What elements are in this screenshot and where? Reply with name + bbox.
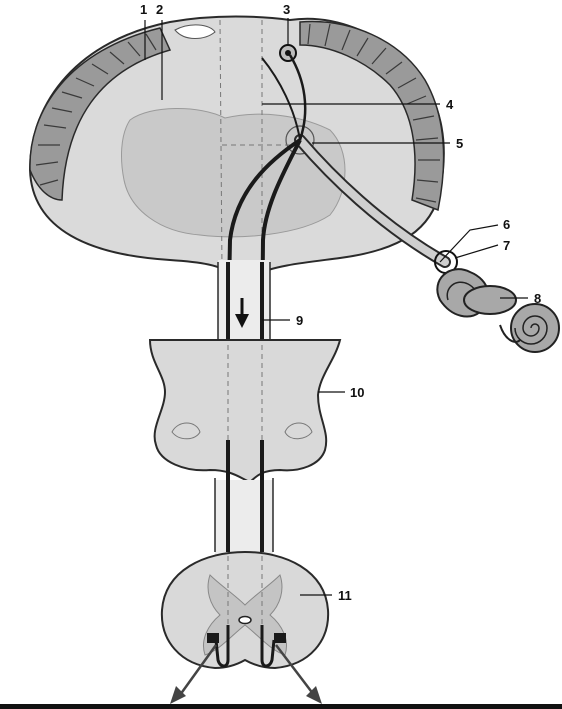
label-6: 6 (503, 217, 510, 232)
label-2: 2 (156, 2, 163, 17)
descending-tracts-upper (226, 138, 302, 341)
fourth-ventricle (174, 24, 216, 39)
medulla-nuclei (171, 422, 313, 440)
leader-lines (144, 18, 528, 596)
tract-right-upper (260, 139, 302, 341)
cerebellar-folia-left (29, 27, 172, 201)
label-1: 1 (140, 2, 147, 17)
label-3: 3 (283, 2, 290, 17)
label-11: 11 (338, 588, 352, 603)
cord-dashed-lines (227, 556, 263, 625)
motor-neurons (214, 625, 276, 668)
vestibular-nucleus (285, 125, 315, 155)
efferent-arrows (178, 644, 315, 696)
utricle (463, 285, 517, 315)
vestibular-nerve (261, 54, 458, 274)
medulla-dashed-lines (227, 345, 263, 440)
efferent-arrow-left (178, 644, 218, 696)
label-8: 8 (534, 291, 541, 306)
medulla-section (148, 339, 342, 484)
direction-arrow (235, 298, 249, 328)
folia-lines-left (35, 33, 157, 186)
nucleus-3-dot (285, 50, 291, 56)
midline-dashed-columns (219, 19, 300, 271)
medulla-outline (148, 339, 342, 484)
label-7: 7 (503, 238, 510, 253)
cochlea (510, 303, 560, 353)
cochlea-spiral (514, 315, 548, 345)
spinal-cord-section (160, 550, 330, 670)
fiber-to-nucleus-3 (288, 54, 307, 141)
spinal-column-lower (215, 480, 273, 555)
folia-lines-right (307, 23, 440, 203)
fiber-to-top (261, 57, 301, 141)
bottom-border (0, 704, 562, 709)
efferent-arrow-right (275, 644, 315, 696)
central-canal (238, 615, 252, 625)
label-4: 4 (446, 97, 454, 112)
motor-cell-left (207, 633, 219, 643)
motor-cell-right (274, 633, 286, 643)
brainstem-nucleus (121, 108, 346, 238)
tract-left-upper (226, 138, 302, 341)
inner-ear-labyrinth (436, 268, 560, 353)
cerebellar-folia-right (299, 20, 445, 212)
label-9: 9 (296, 313, 303, 328)
label-10: 10 (350, 385, 364, 400)
cerebellum-section (28, 15, 445, 282)
label-5: 5 (456, 136, 463, 151)
